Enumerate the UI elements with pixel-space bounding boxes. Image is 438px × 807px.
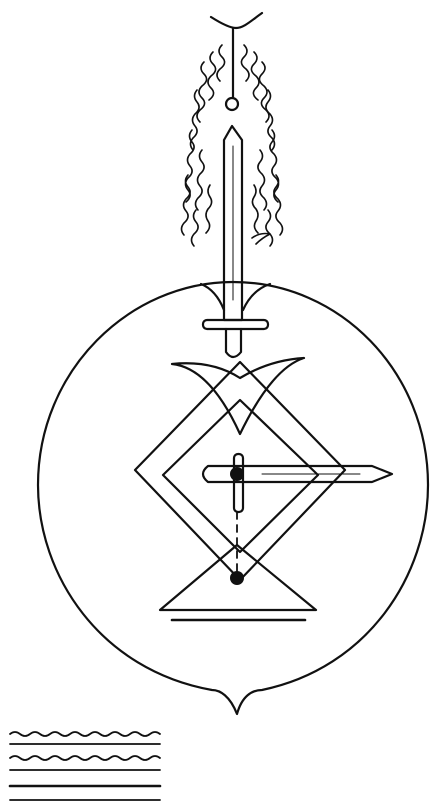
lower-dot [230, 571, 244, 585]
wavy-line-2 [10, 756, 160, 760]
center-dot [230, 467, 244, 481]
feathers-right [241, 45, 282, 246]
upper-horn-shape [172, 358, 304, 434]
pommel-ring [226, 98, 238, 110]
upper-funnel [201, 284, 270, 310]
feathers-left [182, 45, 225, 246]
wavy-line-1 [10, 732, 160, 736]
sword-hilt [226, 329, 241, 357]
sword-crossguard [203, 320, 268, 329]
wavy-lines-legend [10, 732, 160, 800]
crescent-top-mark [211, 13, 262, 28]
